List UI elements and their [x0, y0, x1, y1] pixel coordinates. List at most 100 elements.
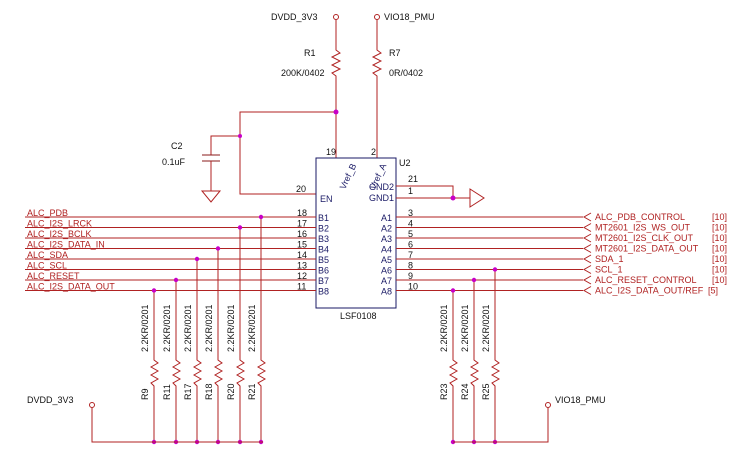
b-pin-number: 16: [297, 229, 307, 239]
left-net-label: ALC_I2S_DATA_IN: [27, 240, 105, 250]
pullup-resistor: [256, 217, 267, 442]
resistor-r7: R7 0R/0402: [371, 20, 423, 158]
right-net-group: A1 3 ALC_PDB_CONTROL [10] A2 4 MT2601_I2S_WS_O…: [381, 208, 727, 297]
left-net-label: ALC_I2S_DATA_OUT: [27, 282, 115, 292]
b-pin-number: 18: [297, 208, 307, 218]
right-net-label: ALC_PDB_CONTROL: [595, 212, 685, 222]
b-pin-number: 14: [297, 250, 307, 260]
b-pin-name: B2: [318, 224, 329, 234]
a-pin-number: 8: [408, 261, 413, 271]
right-net-label: MT2601_I2S_WS_OUT: [595, 223, 691, 233]
pullup-resistor: [235, 227, 246, 442]
b-pin-name: B3: [318, 234, 329, 244]
pin-1-num: 1: [408, 186, 413, 196]
r7-value: 0R/0402: [389, 68, 423, 78]
r7-ref: R7: [389, 48, 401, 58]
b-pin-name: B5: [318, 255, 329, 265]
r1-value: 200K/0402: [281, 68, 325, 78]
b-pin-number: 15: [297, 240, 307, 250]
pullup-value: 2.2KR/0201: [140, 304, 150, 352]
c2-value: 0.1uF: [162, 157, 186, 167]
chip-u2: U2 LSF0108 Vref_B Vref_A EN GND2 GND1 19…: [296, 147, 418, 321]
left-net-label: ALC_I2S_LRCK: [27, 219, 92, 229]
junction-dot: [492, 267, 498, 272]
junction-dot: [238, 134, 242, 138]
right-net-page-ref: [10]: [712, 223, 727, 233]
junction-dot: [151, 288, 157, 293]
pullup-ref: R9: [140, 388, 150, 400]
junction-dot: [237, 225, 243, 230]
a-pin-name: A7: [381, 276, 392, 286]
pullup-value: 2.2KR/0201: [204, 304, 214, 352]
a-pin-name: A2: [381, 224, 392, 234]
off-page-arrow-icon: [582, 212, 592, 222]
pullup-value: 2.2KR/0201: [183, 304, 193, 352]
capacitor-c2: C2 0.1uF: [162, 141, 220, 191]
en-label: EN: [320, 194, 333, 204]
pullup-value: 2.2KR/0201: [162, 304, 172, 352]
right-net-page-ref: [10]: [712, 212, 727, 222]
a-pin-number: 9: [408, 271, 413, 281]
junction-dot: [173, 277, 179, 283]
gnd1-label: GND1: [369, 193, 394, 203]
right-net-page-ref: [5]: [708, 286, 718, 296]
right-net-label: SCL_1: [595, 265, 623, 275]
a-pin-number: 10: [408, 282, 418, 292]
cap-top-wire: [210, 135, 240, 155]
pullup-ref: R23: [439, 383, 449, 400]
right-net-page-ref: [10]: [712, 244, 727, 254]
a-pin-number: 5: [408, 229, 413, 239]
chip-part: LSF0108: [340, 311, 377, 321]
chip-ref: U2: [399, 158, 411, 168]
a-pin-number: 4: [408, 219, 413, 229]
pullup-ref: R20: [226, 383, 236, 400]
pin-20-num: 20: [296, 184, 306, 194]
vio-bottom-port: VIO18_PMU: [453, 395, 606, 443]
ground-icon: [469, 188, 485, 208]
pullup-resistor: [149, 290, 160, 442]
en-wire: [239, 111, 336, 195]
right-net-label: ALC_RESET_CONTROL: [595, 275, 697, 285]
junction-dot: [194, 256, 200, 262]
pullup-resistor: [171, 280, 182, 442]
a-pin-name: A8: [381, 287, 392, 297]
vio-top-label: VIO18_PMU: [384, 12, 435, 22]
pullup-ref: R11: [162, 384, 172, 400]
left-net-group: B118ALC_PDBB217ALC_I2S_LRCKB316ALC_I2S_B…: [25, 208, 329, 297]
right-net-page-ref: [10]: [712, 275, 727, 285]
off-page-arrow-icon: [582, 244, 592, 253]
right-net-label: SDA_1: [595, 254, 624, 264]
b-pin-name: B6: [318, 266, 329, 276]
a-pin-number: 3: [408, 208, 413, 218]
b-pin-number: 11: [297, 282, 306, 292]
pin-2-num: 2: [371, 147, 376, 157]
junction-dot: [450, 195, 456, 201]
pullup-ref: R24: [460, 383, 470, 400]
vio-bottom-label: VIO18_PMU: [555, 395, 606, 405]
a-pin-name: A1: [381, 213, 392, 223]
dvdd-bottom-label: DVDD_3V3: [27, 395, 74, 405]
right-net-label: MT2601_I2S_CLK_OUT: [595, 233, 694, 243]
ground-icon: [200, 190, 222, 203]
right-net-page-ref: [10]: [712, 254, 727, 264]
b-pin-number: 13: [297, 261, 307, 271]
pin-21-num: 21: [408, 174, 418, 184]
pullup-ref: R25: [481, 383, 491, 400]
pullup-value: 2.2KR/0201: [481, 304, 491, 352]
off-page-arrow-icon: [582, 233, 592, 243]
dvdd-top-label: DVDD_3V3: [271, 12, 318, 22]
vio-top-port: VIO18_PMU: [374, 12, 435, 22]
pullup-value: 2.2KR/0201: [460, 304, 470, 352]
b-pin-number: 17: [297, 219, 307, 229]
a-pin-number: 6: [408, 240, 413, 250]
right-net-label: ALC_I2S_DATA_OUT/REF: [595, 286, 704, 296]
pullup-resistor: [192, 259, 203, 442]
dvdd-bottom-port: DVDD_3V3: [27, 395, 263, 443]
resistor-r1: R1 200K/0402: [281, 20, 342, 112]
pullup-ref: R17: [183, 383, 193, 400]
pullup-ref: R21: [247, 383, 257, 400]
junction-dot: [215, 246, 221, 251]
off-page-arrow-icon: [582, 275, 592, 285]
b-pin-name: B1: [318, 213, 329, 223]
